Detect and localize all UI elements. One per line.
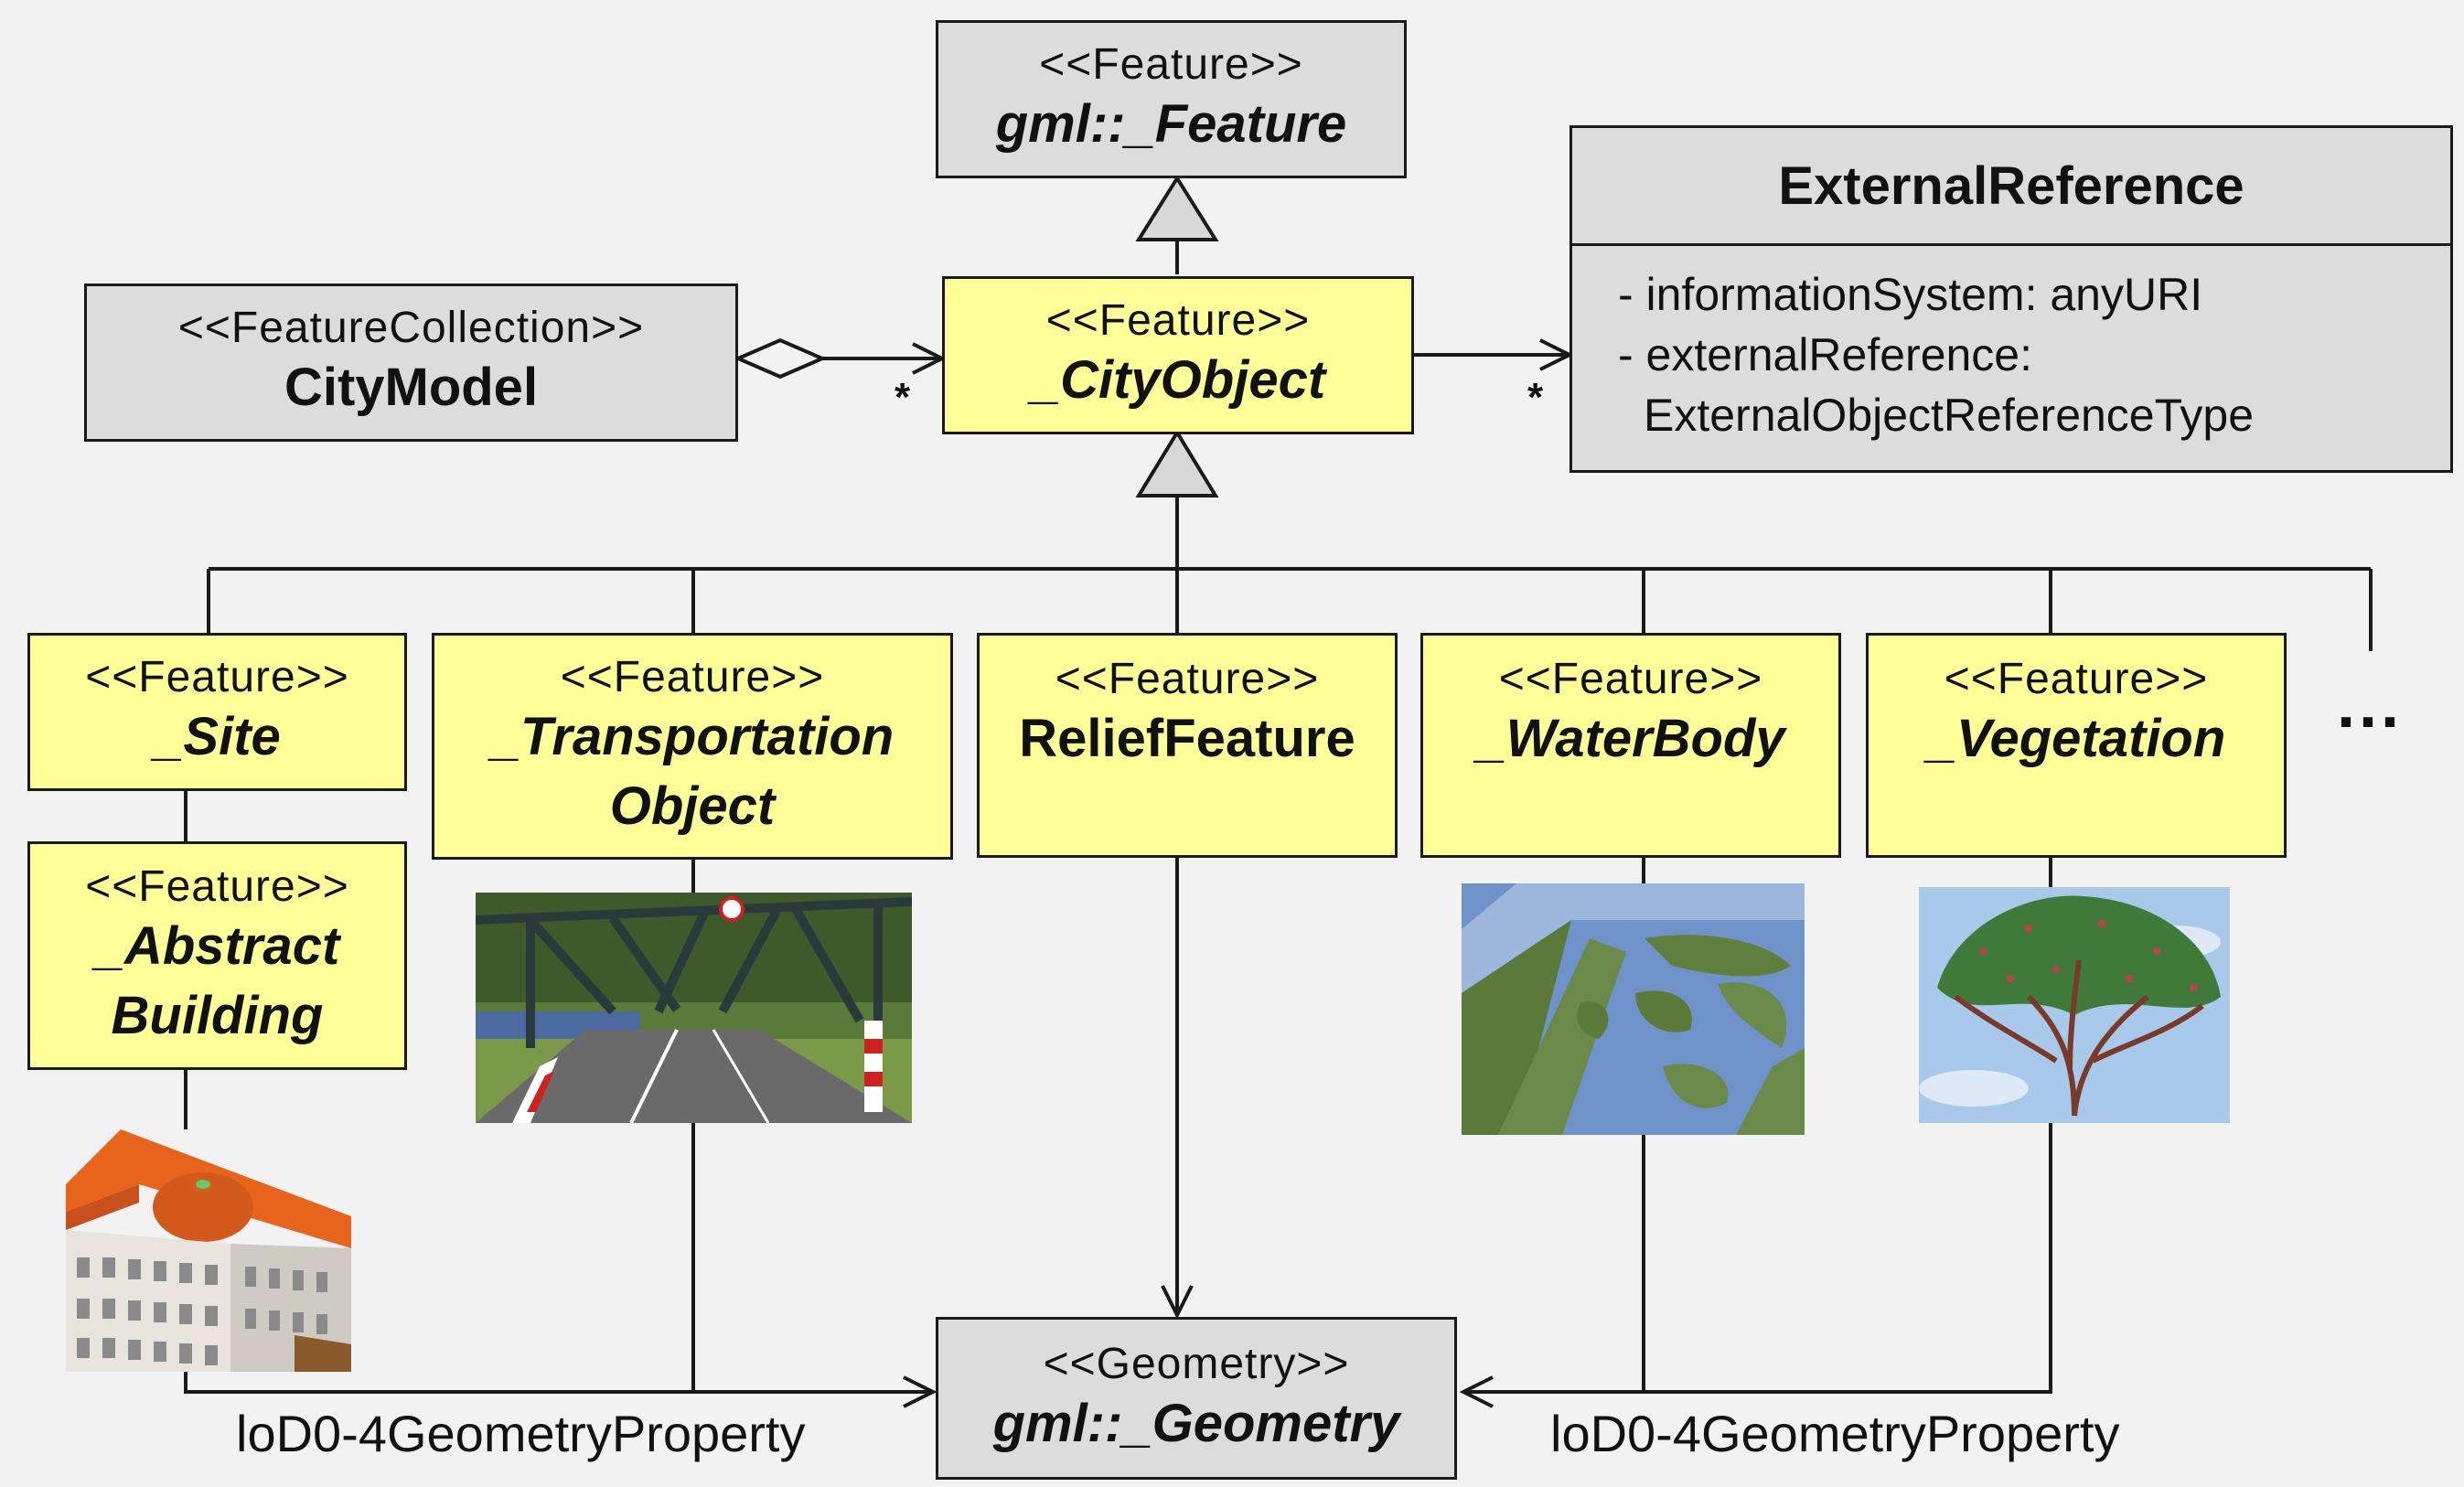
class-gml-feature: <<Feature>> gml::_Feature (936, 20, 1407, 178)
attribute-list: - informationSystem: anyURI - externalRe… (1572, 246, 2450, 445)
stereotype-label: <<Feature>> (1944, 654, 2209, 703)
class-name: _CityObject (1030, 350, 1326, 411)
class-name: _Site (154, 707, 281, 767)
class-name: CityModel (284, 358, 539, 418)
class-cityobject: <<Feature>> _CityObject (942, 276, 1414, 434)
class-water-body: <<Feature>> _WaterBody (1420, 633, 1841, 858)
tree-thumbnail (1919, 887, 2230, 1123)
class-transportation-object: <<Feature>> _Transportation Object (432, 633, 953, 860)
class-name-line2: Object (609, 776, 776, 836)
multiplicity-citymodel: * (895, 375, 911, 420)
stereotype-label: <<Feature>> (1498, 654, 1763, 703)
class-externalreference: ExternalReference - informationSystem: a… (1569, 125, 2453, 473)
geometry-property-label-left: loD0-4GeometryProperty (236, 1405, 806, 1462)
stereotype-label: <<FeatureCollection>> (177, 304, 645, 353)
class-relief-feature: <<Feature>> ReliefFeature (977, 633, 1398, 858)
aggregation-diamond (733, 337, 828, 380)
building-thumbnail (66, 1129, 351, 1372)
class-site: <<Feature>> _Site (27, 633, 407, 791)
attribute-information-system: - informationSystem: anyURI (1618, 269, 2203, 320)
stereotype-label: <<Feature>> (560, 653, 825, 702)
class-name: _Vegetation (1926, 708, 2226, 768)
stereotype-label: <<Feature>> (1039, 40, 1303, 90)
stereotype-label: <<Feature>> (1045, 296, 1311, 346)
bridge-thumbnail (476, 893, 912, 1123)
stereotype-label: <<Feature>> (1055, 654, 1320, 703)
class-name: gml::_Feature (995, 94, 1347, 155)
class-name-line1: _Transportation (490, 707, 895, 767)
more-classes-ellipsis: ... (2337, 669, 2404, 742)
class-name: _WaterBody (1476, 708, 1785, 768)
class-name-line2: Building (111, 985, 324, 1045)
geometry-property-label-right: loD0-4GeometryProperty (1550, 1405, 2120, 1462)
stereotype-label: <<Feature>> (85, 862, 349, 912)
class-name: gml::_Geometry (992, 1393, 1400, 1453)
generalization-arrow-cityobject (1135, 429, 1219, 497)
generalization-arrow-feature (1135, 175, 1219, 241)
attribute-external-reference: - externalReference: (1618, 329, 2033, 380)
stereotype-label: <<Feature>> (85, 653, 349, 702)
class-abstract-building: <<Feature>> _Abstract Building (27, 841, 407, 1070)
class-vegetation: <<Feature>> _Vegetation (1866, 633, 2287, 858)
stereotype-label: <<Geometry>> (1043, 1339, 1350, 1388)
attribute-external-reference-type: ExternalObjectReferenceType (1644, 390, 2255, 441)
multiplicity-external: * (1527, 375, 1544, 420)
class-name-line1: _Abstract (94, 916, 340, 977)
class-name: ReliefFeature (1019, 708, 1355, 768)
class-citymodel: <<FeatureCollection>> CityModel (84, 283, 738, 442)
class-name: ExternalReference (1572, 128, 2450, 246)
water-body-thumbnail (1462, 883, 1805, 1135)
class-gml-geometry: <<Geometry>> gml::_Geometry (936, 1317, 1457, 1480)
